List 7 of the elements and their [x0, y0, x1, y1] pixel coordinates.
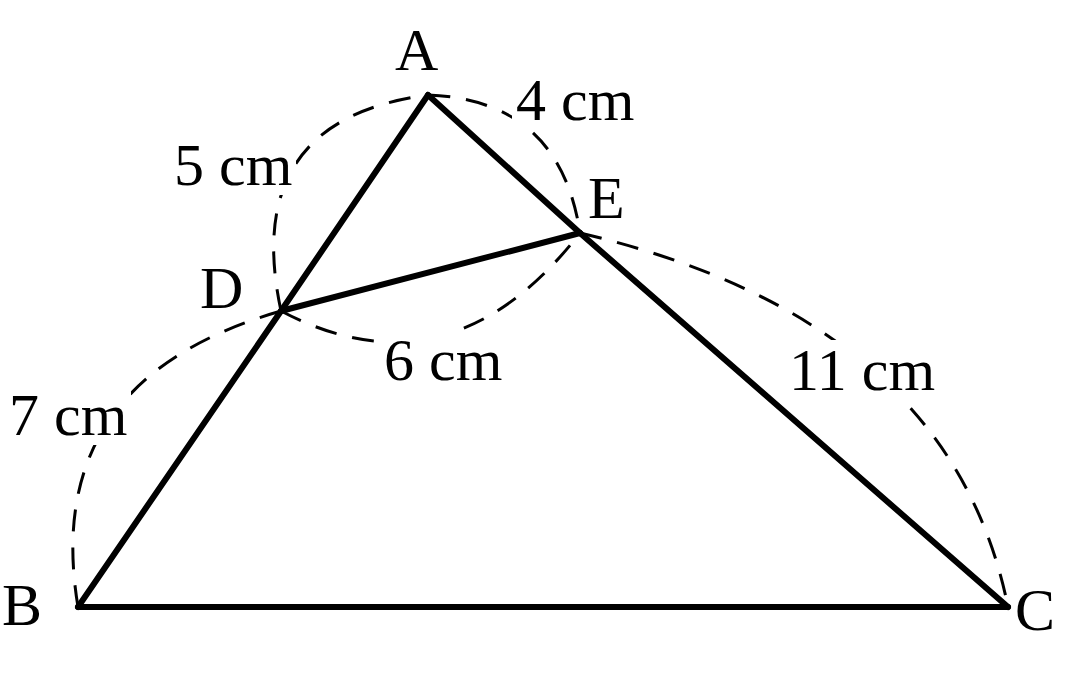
vertex-label: A: [395, 20, 439, 80]
triangle-side: [75, 604, 1011, 610]
vertex-label: B: [2, 575, 43, 635]
vertex-label: C: [1015, 580, 1056, 640]
vertex-label: E: [588, 168, 625, 228]
vertex-label: D: [200, 258, 244, 318]
triangle-side: [278, 230, 583, 314]
